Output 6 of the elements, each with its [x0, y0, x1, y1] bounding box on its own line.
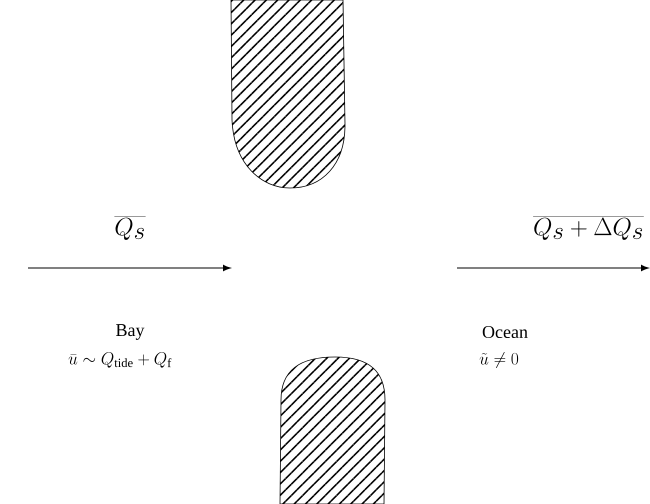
formula: $\bar{u} \sim Q_{\mathrm{tide}} + Q_{\mathrm{f}}$ [68, 352, 172, 368]
formula: $\overline{Q_s + \Delta Q_s}$ [533, 216, 644, 240]
formula: $\tilde{u} \neq 0$ [480, 352, 518, 368]
region-label: Ocean [482, 326, 528, 338]
formula: $\overline{Q_s}$ [114, 216, 146, 240]
region-label: Bay [116, 324, 144, 340]
